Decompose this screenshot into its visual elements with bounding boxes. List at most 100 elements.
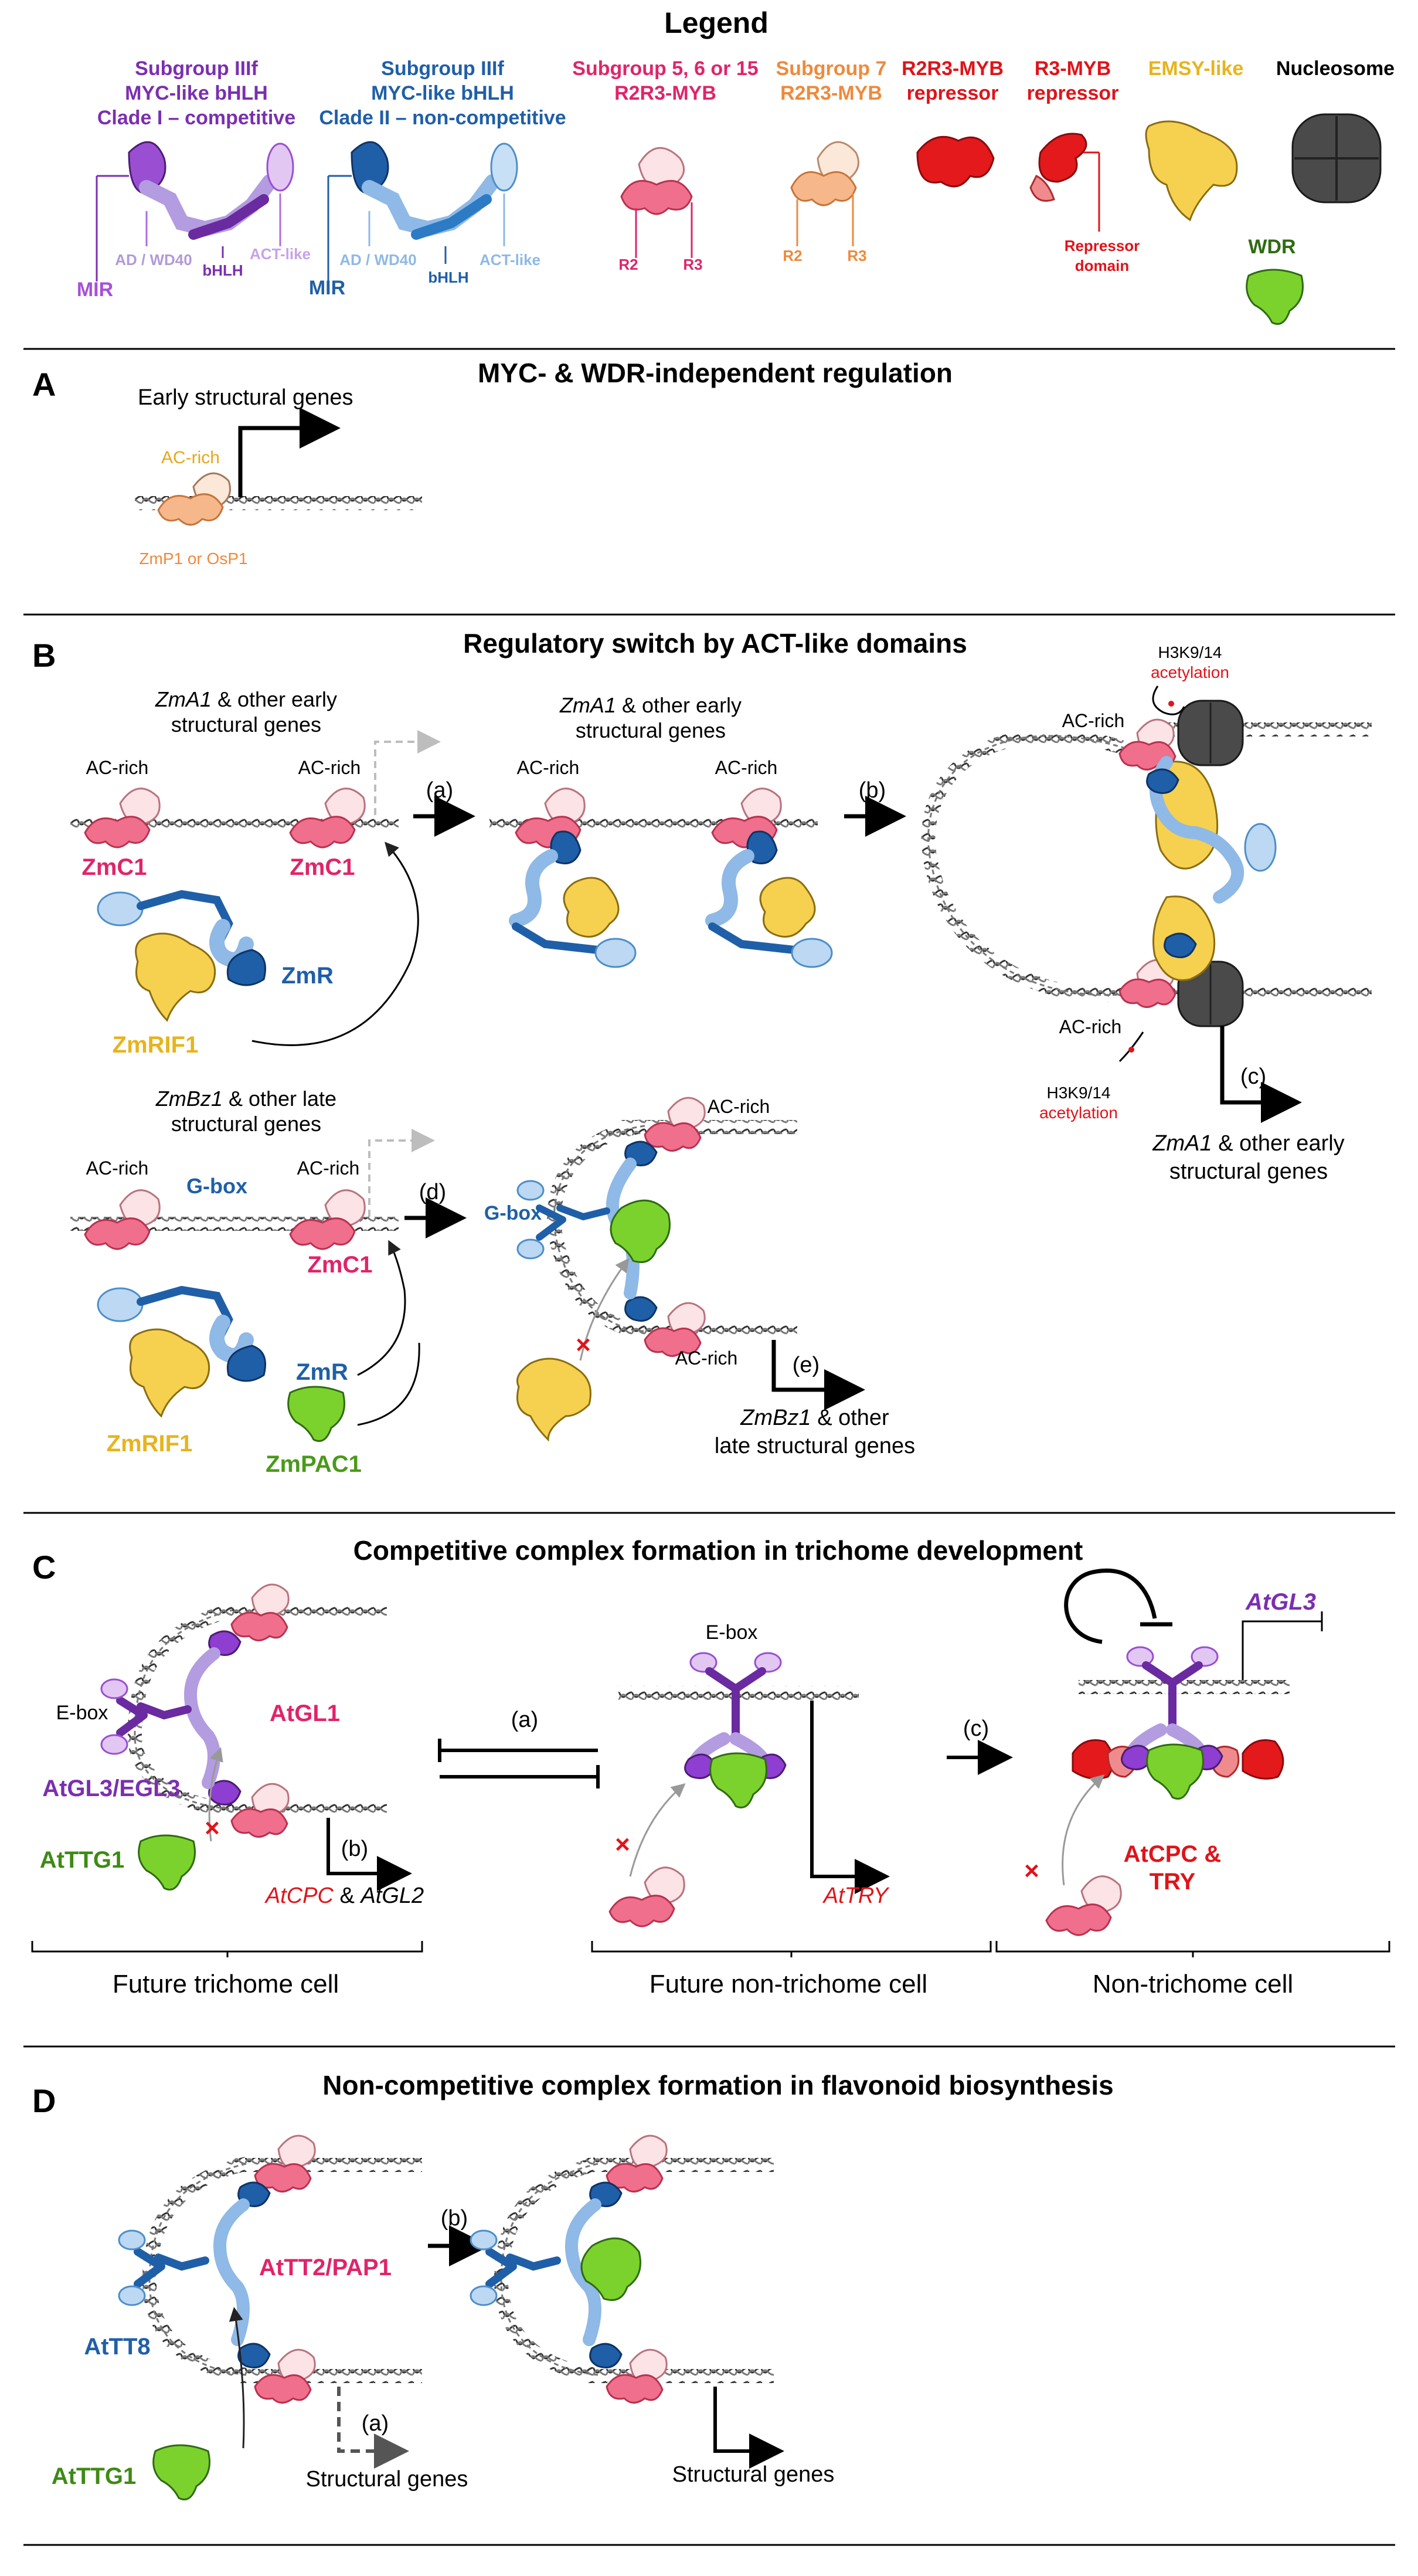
b2-complex-right (705, 788, 833, 968)
b4-zmrif1-label: ZmRIF1 (107, 1431, 193, 1457)
c1-cell-label: Future trichome cell (113, 1970, 339, 1998)
b4-zmrif1-protein (129, 1328, 210, 1418)
b5-gbox-label: G-box (484, 1202, 542, 1224)
legend: Legend Subgroup IIIf MYC-like bHLH Clade… (77, 6, 1395, 325)
panel-d: D Non-competitive complex formation in f… (32, 2070, 1114, 2500)
legend-r2r3-repressor: R2R3-MYB repressor (902, 57, 1004, 188)
legend-r3rep-domain2: domain (1075, 257, 1129, 274)
b-zma1-italic: ZmA1 (155, 687, 212, 711)
legend-wdr: WDR (1246, 236, 1304, 325)
d2-structural: Structural genes (672, 2462, 835, 2487)
legend-clade1-bhlh: bHLH (202, 262, 243, 279)
b4-acrich-1: AC-rich (86, 1158, 149, 1179)
b4-zmpac1-protein (287, 1386, 345, 1442)
legend-sg7-r2: R2 (783, 247, 802, 264)
c3-block-mark: × (1024, 1857, 1039, 1885)
b4-zmr-protein (97, 1285, 266, 1382)
legend-clade1-line3: Clade I – competitive (97, 107, 295, 129)
legend-sg7-r3: R3 (847, 247, 866, 264)
c2-cell-label: Future non-trichome cell (650, 1970, 927, 1998)
b-step-c: (c) (1240, 1064, 1266, 1089)
b5-genes-line1: ZmBz1 & other (740, 1406, 889, 1430)
legend-clade2-line3: Clade II – non-competitive (319, 107, 566, 129)
c3-atcpc-try-1: AtCPC & (1124, 1841, 1222, 1867)
b3-acrich-top: AC-rich (1062, 710, 1125, 731)
b4-zmc1-label: ZmC1 (307, 1252, 372, 1278)
b5-genes-line2: late structural genes (715, 1434, 915, 1458)
b3-acetylation-bottom: acetylation (1039, 1104, 1118, 1122)
legend-emsy-label: EMSY-like (1148, 57, 1244, 80)
b-step-c-arrow (1220, 1026, 1302, 1123)
legend-sg7-line1: Subgroup 7 (776, 57, 887, 80)
c2-blocked-arrow (629, 1783, 686, 1877)
panel-a-tss-arrow (238, 408, 341, 497)
c3-atgl3-gene (1242, 1620, 1322, 1680)
legend-clade1-ad: AD / WD40 (115, 251, 192, 269)
c1-atttg1: AtTTG1 (40, 1847, 124, 1873)
c2-block-mark: × (615, 1830, 630, 1859)
d1-atttg1: AtTTG1 (52, 2463, 136, 2489)
legend-sg5-r2: R2 (618, 256, 638, 273)
panel-a-genes: Early structural genes (138, 385, 353, 410)
c3-atgl3: AtGL3 (1245, 1589, 1316, 1615)
c3-cell-brace (995, 1941, 1390, 1957)
c1-output-genes: AtCPC & AtGL2 (264, 1883, 424, 1908)
b3-zma1-italic: ZmA1 (1152, 1131, 1212, 1156)
d1-attt2: AtTT2/PAP1 (259, 2255, 392, 2280)
b-step-a: (a) (426, 778, 453, 803)
legend-emsy: EMSY-like (1145, 57, 1244, 222)
c1-block-mark: × (205, 1814, 220, 1842)
b1-zmrif1-label: ZmRIF1 (113, 1032, 199, 1058)
b4-zmc1-left (84, 1189, 161, 1250)
legend-r3rep-line2: repressor (1027, 82, 1119, 104)
b1-zmr-protein (97, 890, 266, 986)
b-mid-genes-line2: structural genes (576, 718, 726, 742)
legend-sg7: Subgroup 7 R2R3-MYB R2 R3 (776, 57, 887, 264)
c3-atcpc-try-2: TRY (1150, 1869, 1196, 1895)
b3-acetylation-top: acetylation (1151, 663, 1229, 681)
panel-c-title: Competitive complex formation in trichom… (353, 1535, 1083, 1566)
b1-zmr-label: ZmR (281, 963, 334, 989)
b1-zmrif1-protein (135, 932, 216, 1022)
b1-recruit-arrow (251, 841, 419, 1046)
b5-block-mark: × (576, 1331, 591, 1359)
b-step-e: (e) (793, 1353, 819, 1377)
b5-gbox-loop (516, 1097, 797, 1357)
legend-title: Legend (664, 6, 768, 39)
b-step-d: (d) (419, 1180, 446, 1204)
legend-clade2: Subgroup IIIf MYC-like bHLH Clade II – n… (309, 57, 566, 299)
legend-sg7-line2: R2R3-MYB (780, 82, 882, 104)
c1-atgl2: AtGL2 (359, 1883, 424, 1908)
panel-a-title: MYC- & WDR-independent regulation (478, 358, 953, 388)
b1-zmc1-right (289, 788, 366, 849)
c3-dna (1079, 1680, 1290, 1694)
panel-a-acrich: AC-rich (161, 448, 220, 467)
b-early-genes-line2: structural genes (171, 712, 321, 737)
b-late-genes-line2: structural genes (171, 1112, 321, 1136)
c3-cell-label: Non-trichome cell (1093, 1970, 1293, 1998)
legend-clade1-act: ACT-like (250, 245, 311, 263)
c1-atgl3egl3: AtGL3/EGL3 (42, 1776, 181, 1801)
b-zmbz1-rest: & other late (223, 1087, 336, 1111)
d1-attt8: AtTT8 (84, 2334, 150, 2360)
c1-atgl1: AtGL1 (270, 1701, 340, 1726)
c3-blocked-arrow (1062, 1774, 1105, 1886)
c3-autoregulation-loop (1064, 1569, 1157, 1644)
c2-attry: AtTRY (822, 1883, 890, 1908)
b4-zmc1-right (289, 1189, 366, 1250)
panel-a-letter: A (32, 366, 56, 403)
d1-structural: Structural genes (306, 2467, 468, 2492)
c1-ebox: E-box (56, 1702, 108, 1724)
b3-h3k9-bottom: H3K9/14 (1047, 1084, 1111, 1102)
legend-r3-repressor: R3-MYB repressor Repressor domain (1027, 57, 1140, 274)
legend-clade1-mir: MIR (77, 279, 113, 301)
legend-r2r3rep-line2: repressor (907, 82, 999, 104)
legend-sg5-r3: R3 (683, 256, 702, 273)
legend-sg5-line1: Subgroup 5, 6 or 15 (572, 57, 758, 80)
wdr-protein (1246, 269, 1304, 325)
b5-zmbz1-italic: ZmBz1 (740, 1406, 811, 1430)
b4-zmr-label: ZmR (296, 1359, 348, 1385)
panel-b-letter: B (32, 637, 56, 674)
panel-a: A MYC- & WDR-independent regulation Earl… (32, 358, 953, 568)
